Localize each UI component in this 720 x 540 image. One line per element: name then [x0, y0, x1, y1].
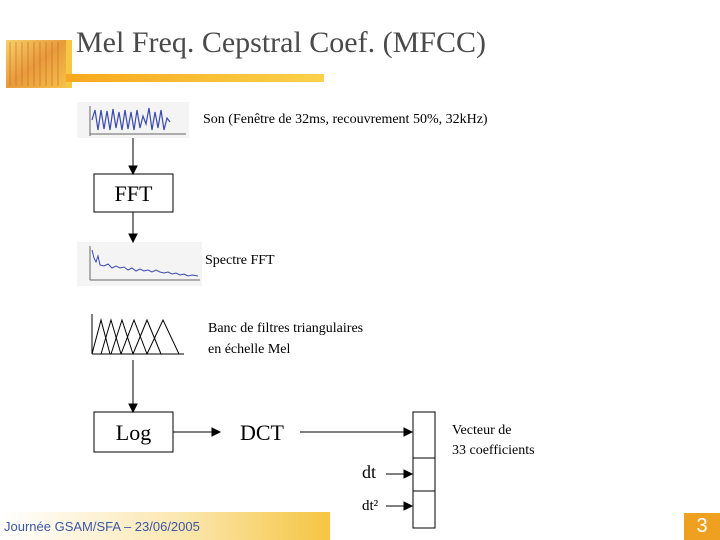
dct-box-label: DCT [240, 420, 284, 445]
dt2-label: dt² [362, 498, 379, 514]
fft-box-frame [93, 173, 174, 213]
dt-label: dt [362, 462, 377, 482]
log-box-label: Log [115, 420, 152, 445]
footer-text: Journée GSAM/SFA – 23/06/2005 [4, 519, 200, 534]
spectrogram-stripes [9, 42, 59, 86]
signal-label: Son (Fenêtre de 32ms, recouvrement 50%, … [203, 112, 488, 127]
spectrum-thumbnail [77, 242, 202, 286]
page-number: 3 [684, 513, 720, 540]
horizontal-accent-bar [66, 74, 324, 82]
header-decoration [6, 40, 324, 88]
coefficient-vector [412, 411, 436, 529]
triangular-filterbank [91, 314, 184, 355]
flow-arrows [128, 138, 414, 511]
slide-title: Mel Freq. Cepstral Coef. (MFCC) [76, 26, 486, 59]
footer-bar [0, 512, 330, 540]
filterbank-label-line2: en échelle Mel [208, 342, 291, 357]
filterbank-label-line1: Banc de filtres triangulaires [208, 321, 364, 336]
waveform-thumbnail [77, 102, 189, 138]
vector-label-line1: Vecteur de [452, 423, 512, 438]
log-box-frame [93, 411, 174, 453]
spectrum-label: Spectre FFT [205, 253, 275, 268]
vector-label-line2: 33 coefficients [452, 443, 535, 458]
vertical-accent-bar [66, 40, 72, 88]
fft-box-label: FFT [114, 181, 153, 206]
